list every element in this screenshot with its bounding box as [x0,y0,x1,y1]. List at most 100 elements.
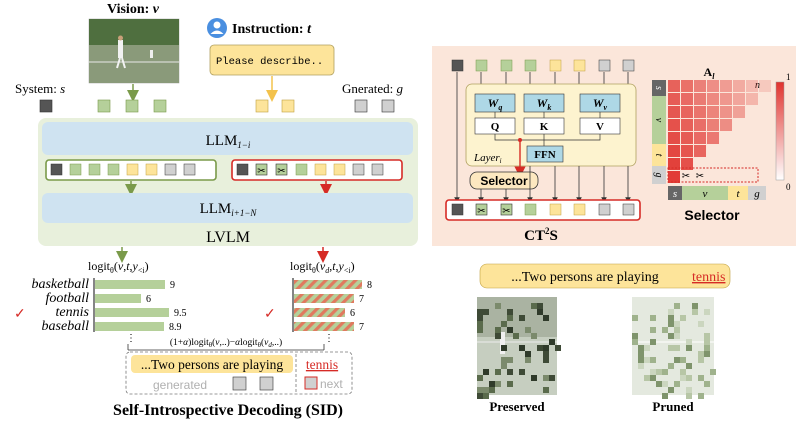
image-token-block [674,333,680,339]
svg-text:V: V [596,121,604,133]
input-tokens [39,99,395,113]
svg-text:Wq: Wq [488,96,503,112]
svg-text:FFN: FFN [534,149,555,161]
matrix-cell [668,158,680,170]
image-token-block [483,387,489,393]
ffn-box [526,145,564,163]
image-token-block [638,345,644,351]
ct2s-sentence: ...Two persons are playing [511,270,659,285]
svg-text:K: K [540,121,549,133]
matrix-cell [668,145,680,157]
image-token-block [543,315,549,321]
matrix-n-label: n [755,80,760,91]
image-token-block [543,357,549,363]
pruned-caption: Pruned [652,399,694,414]
image-token-block [680,357,686,363]
image-token-block [650,357,656,363]
image-token-block [662,369,668,375]
ct2s-input-tokens [451,59,635,72]
matrix-cell [746,93,758,105]
image-token-block [519,315,525,321]
image-token-block [674,321,680,327]
image-token-block [692,309,698,315]
matrix-cell [694,119,706,131]
original-tokens [50,163,196,176]
image-token-block [638,351,644,357]
image-token-block [662,327,668,333]
bar-left-basketball [95,280,165,289]
value-left-tennis: 9.5 [174,308,187,319]
image-token-block [477,315,483,321]
matrix-cell [720,93,732,105]
next-tag: next [320,377,343,391]
image-token-block [507,369,513,375]
left-bars: 9 6 9.5 8.9 [95,280,187,333]
value-left-basketball: 9 [170,280,175,291]
image-token-block [644,345,650,351]
image-token-block [674,303,680,309]
bar-right-tennis [294,308,345,317]
sid-panel: Vision: v Instruction: t Please describe… [14,2,418,419]
matrix-cell [668,171,680,183]
image-token-block [501,363,507,369]
ct2s-output-row [445,199,641,221]
svg-text:v: v [653,118,664,123]
svg-text:Wv: Wv [593,96,608,112]
matrix-cell [694,80,706,92]
llm-bottom-label: LLMi+1−N [200,201,258,218]
image-token-block [650,369,656,375]
scissors-icon: ✂ [477,206,485,217]
image-token-block [483,393,489,399]
ct2s-output-tokens: ✂ ✂ [451,203,635,217]
matrix-cell [707,132,719,144]
preserved-caption: Preserved [489,399,545,414]
instruction-label: Instruction: t [232,22,312,37]
image-token-block [501,345,507,351]
svg-text:t: t [653,154,664,157]
image-token-block [477,387,483,393]
llm-bottom-block [42,193,413,223]
pruned-image [632,297,716,399]
image-token-block [477,321,483,327]
image-token-block [543,387,549,393]
matrix-caption: Selector [684,207,740,223]
image-token-block [483,369,489,375]
image-token-block [686,375,692,381]
generated-label: Gnerated: g [342,81,404,96]
sid-title: Self-Introspective Decoding (SID) [113,402,343,419]
image-token-block [668,333,674,339]
image-token-block [507,327,513,333]
matrix-cell [707,119,719,131]
word-football: football [45,291,89,306]
logit-left-label: logitθ(v,t,y<i) [88,259,149,275]
ct2s-panel: Wq Wk Wv Q K V FFN Layeri Selector [432,46,796,414]
vision-image [88,18,180,84]
output-box [125,351,353,395]
word-basketball: basketball [31,277,89,292]
svg-text:⋮: ⋮ [126,333,136,344]
image-token-block [704,333,710,339]
value-right-football: 7 [359,294,364,305]
image-token-block [513,333,519,339]
matrix-cell [720,80,732,92]
image-token-block [668,315,674,321]
image-token-block [632,333,638,339]
token-instruction [281,99,295,113]
image-token-block [483,309,489,315]
right-bars: 8 7 6 7 [294,280,372,333]
user-icon [207,18,227,38]
matrix-cell [681,106,693,118]
image-token-block [704,351,710,357]
image-token-block [650,315,656,321]
scissors-icon: ✂ [257,166,265,177]
ct2s-answer: tennis [692,270,725,285]
generated-tag: generated [153,378,207,392]
matrix-cell [681,80,693,92]
image-token-block [656,369,662,375]
image-token-block [686,387,692,393]
image-token-block [662,393,668,399]
contrastive-formula: (1+α)logitθ(v,..)−αlogitθ(vd,..) [170,337,282,349]
matrix-cell [681,119,693,131]
matrix-cell [707,80,719,92]
